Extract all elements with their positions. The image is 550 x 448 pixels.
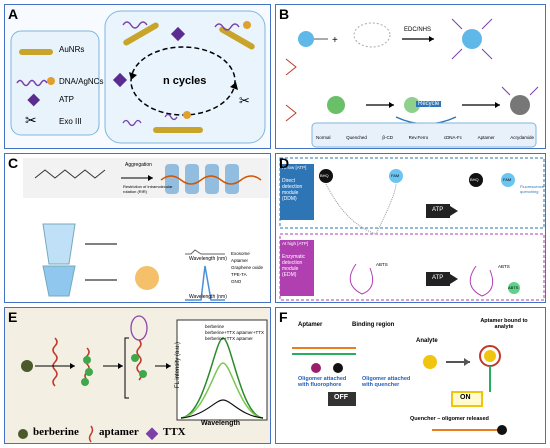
- d-abts-1: ABTS: [376, 262, 388, 267]
- c-axis-x-1: Wavelength (nm): [189, 256, 227, 262]
- d-atp-2: ATP: [432, 275, 444, 281]
- legend-b-1: Quenched: [346, 135, 367, 140]
- f-bound: Aptamer bound to analyte: [480, 318, 528, 330]
- quencher-icon: [333, 363, 343, 373]
- e-ttx: TTX: [163, 426, 186, 438]
- legend-c-0: Exosome: [231, 251, 250, 256]
- f-off: OFF: [334, 394, 348, 401]
- f-aptamer: Aptamer: [298, 322, 323, 328]
- panel-a-graphic: ✂ ✂: [10, 10, 266, 144]
- legend-b-5: Aptamer: [477, 135, 495, 140]
- legend-c-3: TPE-TA: [231, 272, 247, 277]
- panel-c-label: C: [8, 155, 19, 171]
- legend-c-1: Aptamer: [231, 258, 249, 263]
- d-low-atp: At low [ATP]: [282, 165, 307, 170]
- panel-a: A ✂ ✂ AuNRs DNA/AgNCs ATP Exo III n cycl…: [4, 4, 271, 149]
- panel-b-label: B: [279, 6, 290, 22]
- panel-f-graphic: [292, 345, 507, 435]
- e-berberine: berberine: [33, 426, 79, 438]
- panel-b: B + EDC/NHS Recycle Normal Quenched β-CD…: [275, 4, 546, 149]
- legend-b-0: Normal: [316, 135, 331, 140]
- e-y-axis: FL intensity (a.u.): [175, 341, 182, 389]
- berberine-icon: [21, 360, 33, 372]
- f-oligo-f: Oligomer attached with fluorophore: [298, 376, 347, 388]
- c-axis-x-2: Wavelength (nm): [189, 294, 227, 300]
- f-analyte: Analyte: [416, 338, 438, 344]
- legend-e-0: berberine: [205, 324, 225, 329]
- legend-b-2: β-CD: [382, 135, 394, 140]
- d-abts-2: ABTS: [498, 264, 510, 269]
- aunr-icon: [19, 49, 53, 55]
- legend-b-4: cDNA-Fc: [443, 135, 463, 140]
- f-released: Quencher – oligomer released: [410, 416, 489, 422]
- bhq-icon-2: [469, 173, 483, 187]
- edc-nhs-label: EDC/NHS: [404, 27, 432, 33]
- panel-e: E berberine aptamer TTX FL intensity (a.…: [4, 307, 271, 444]
- panel-e-graphic: [18, 315, 268, 443]
- fam-icon-2: [501, 173, 515, 187]
- legend-c-4: GNO: [231, 279, 242, 284]
- svg-text:+: +: [332, 35, 338, 46]
- d-edm: Enzymatic detection module (EDM): [282, 254, 306, 278]
- d-atp-1: ATP: [432, 207, 444, 213]
- e-x-axis: Wavelength: [201, 420, 241, 427]
- recycle-label: Recycle: [416, 101, 442, 107]
- legend-c-2: Graphene oxide: [231, 265, 264, 270]
- legend-exo: Exo III: [59, 117, 82, 126]
- d-fq: Fluorescence quenching: [520, 184, 545, 194]
- legend-dna: DNA/AgNCs: [59, 77, 104, 86]
- legend-aunrs: AuNRs: [59, 45, 85, 54]
- d-ddm: Direct detection module (DDM): [282, 178, 303, 202]
- panel-d-label: D: [279, 155, 290, 171]
- panel-f-label: F: [279, 309, 288, 325]
- f-on: ON: [460, 394, 471, 401]
- panel-b-graphic: +: [285, 18, 539, 148]
- d-bhq-2: BHQ: [470, 177, 479, 182]
- e-aptamer: aptamer: [99, 426, 139, 438]
- fam-icon-1: [389, 169, 403, 183]
- bhq-icon-1: [319, 169, 333, 183]
- fluorophore-icon: [311, 363, 321, 373]
- legend-e-1: berberine+TTX aptamer+TTX: [205, 330, 265, 335]
- scissors-icon: ✂: [25, 112, 37, 128]
- panel-a-label: A: [8, 6, 19, 22]
- analyte-icon: [423, 355, 437, 369]
- legend-b-3: Rev.Ferro: [408, 135, 429, 140]
- panel-c-graphic: [23, 158, 269, 301]
- legend-atp: ATP: [59, 95, 74, 104]
- legend-b-6: Acrydamide: [510, 135, 534, 140]
- panel-d-graphic: [279, 157, 545, 301]
- d-high-atp: At high [ATP]: [282, 241, 309, 246]
- d-fam-1: FAM: [391, 173, 400, 178]
- agnc-icon: [47, 77, 55, 85]
- panel-c-legend: Exosome Aptamer Graphene oxide TPE-TA GN…: [231, 250, 263, 285]
- cycle-label: n cycles: [163, 75, 207, 87]
- f-oligo-q: Oligomer attached with quencher: [362, 376, 411, 388]
- panel-e-legend: berberine berberine+TTX aptamer+TTX berb…: [205, 324, 264, 342]
- panel-d: D At low [ATP] Direct detection module (…: [275, 153, 546, 303]
- d-abts-ox: ABTS: [508, 285, 519, 290]
- svg-text:✂: ✂: [239, 93, 250, 108]
- rir-label: Restriction of intramolecular rotation (…: [123, 184, 173, 194]
- legend-e-2: berberine+TTX aptamer: [205, 336, 253, 341]
- panel-e-label: E: [8, 309, 18, 325]
- panel-b-legend: Normal Quenched β-CD Rev.Ferro cDNA-Fc A…: [316, 135, 534, 140]
- panel-c: C Aggregation Restriction of intramolecu…: [4, 153, 271, 303]
- aggregation-label: Aggregation: [125, 162, 152, 168]
- d-fam-2: FAM: [503, 177, 512, 182]
- panel-f: F Aptamer Binding region Analyte Aptamer…: [275, 307, 546, 444]
- d-bhq-1: BHQ: [320, 173, 329, 178]
- dna-icon: [16, 79, 48, 87]
- f-binding: Binding region: [352, 322, 395, 328]
